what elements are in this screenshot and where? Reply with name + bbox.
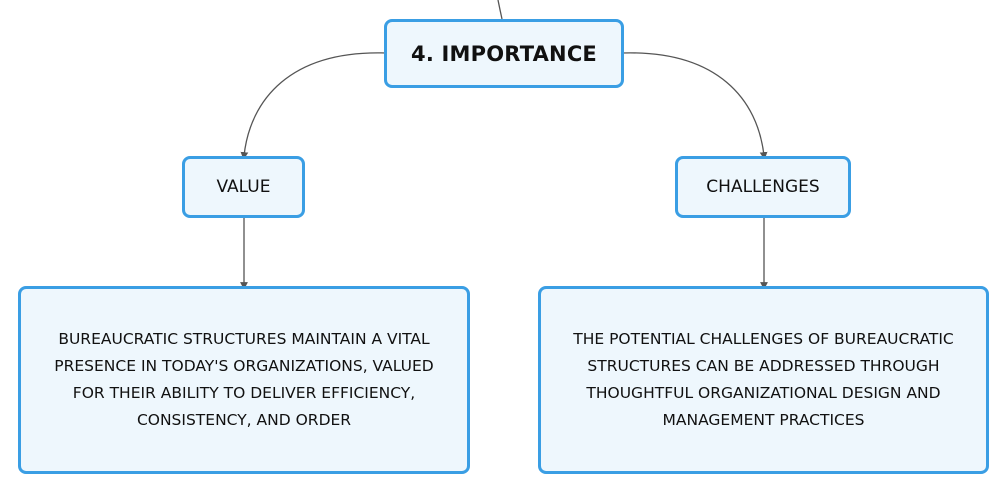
challenges-detail-node[interactable]: THE POTENTIAL CHALLENGES OF BUREAUCRATIC… <box>538 286 989 474</box>
root-node[interactable]: 4. IMPORTANCE <box>384 19 624 88</box>
value-node-label: VALUE <box>216 177 271 197</box>
value-detail-node[interactable]: BUREAUCRATIC STRUCTURES MAINTAIN A VITAL… <box>18 286 470 474</box>
value-node[interactable]: VALUE <box>182 156 305 218</box>
connector-incoming <box>497 0 503 20</box>
value-detail-text: BUREAUCRATIC STRUCTURES MAINTAIN A VITAL… <box>54 330 434 429</box>
connector-root-to-challenges <box>621 52 768 160</box>
root-node-label: 4. IMPORTANCE <box>411 41 597 66</box>
connector-root-to-value <box>240 52 387 160</box>
challenges-detail-text: THE POTENTIAL CHALLENGES OF BUREAUCRATIC… <box>573 330 954 429</box>
challenges-node[interactable]: CHALLENGES <box>675 156 851 218</box>
challenges-node-label: CHALLENGES <box>706 177 820 197</box>
